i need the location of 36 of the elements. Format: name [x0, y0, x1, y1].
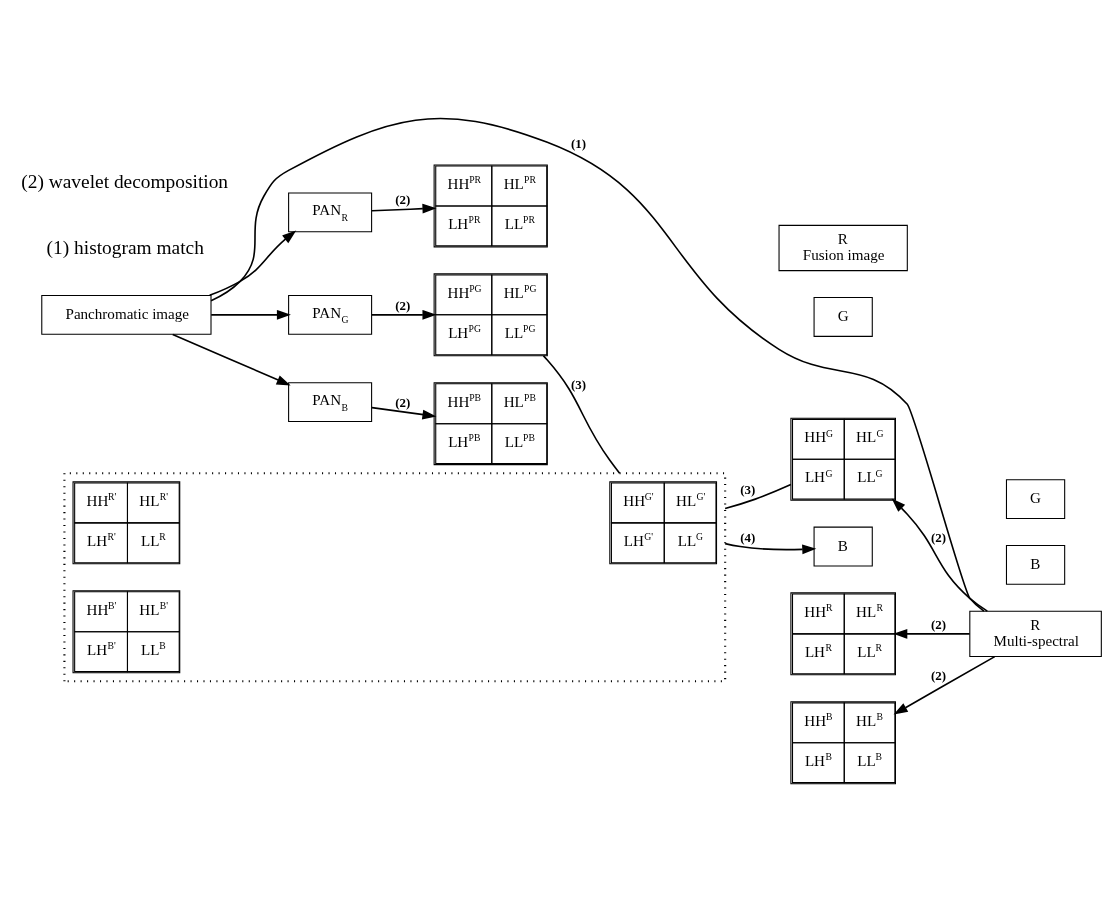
connector	[724, 483, 792, 509]
edge-label: (2)	[395, 191, 411, 207]
edge-label: (2)	[931, 616, 947, 632]
node-box: PAN$_{R}$	[288, 192, 373, 232]
node-box: R Multi-spectral	[969, 610, 1102, 657]
arrow	[371, 406, 437, 419]
label: (2) wavelet decomposition	[21, 170, 229, 192]
arrow	[891, 498, 989, 612]
arrow	[208, 230, 297, 296]
edge-label: (1)	[571, 135, 587, 151]
arrow	[371, 203, 437, 214]
arrow	[171, 333, 291, 385]
edge-label: (2)	[395, 297, 411, 313]
cluster	[63, 471, 727, 682]
node-box: PAN$_{G}$	[288, 294, 373, 335]
arrow	[893, 628, 971, 639]
node-box: Panchromatic image	[41, 294, 212, 335]
edge-label: (2)	[931, 529, 947, 545]
edge-label: (3)	[571, 376, 587, 392]
node-box: B	[1005, 544, 1066, 585]
edge-label: (2)	[395, 394, 411, 410]
node-box: B	[813, 526, 873, 566]
edge-label: (3)	[740, 481, 756, 497]
arrow	[371, 309, 437, 320]
label: (1) histogram match	[46, 236, 204, 258]
connector	[542, 354, 621, 474]
edge-label: (2)	[931, 667, 947, 683]
connector	[210, 117, 985, 612]
node-box: R Fusion image	[778, 224, 908, 271]
arrow	[724, 542, 817, 554]
node-box: G	[813, 296, 873, 337]
node-box: G	[1005, 478, 1066, 519]
arrow	[893, 655, 996, 714]
edge-label: (4)	[740, 529, 756, 545]
arrow	[210, 309, 291, 320]
node-box: PAN$_{B}$	[288, 381, 373, 422]
